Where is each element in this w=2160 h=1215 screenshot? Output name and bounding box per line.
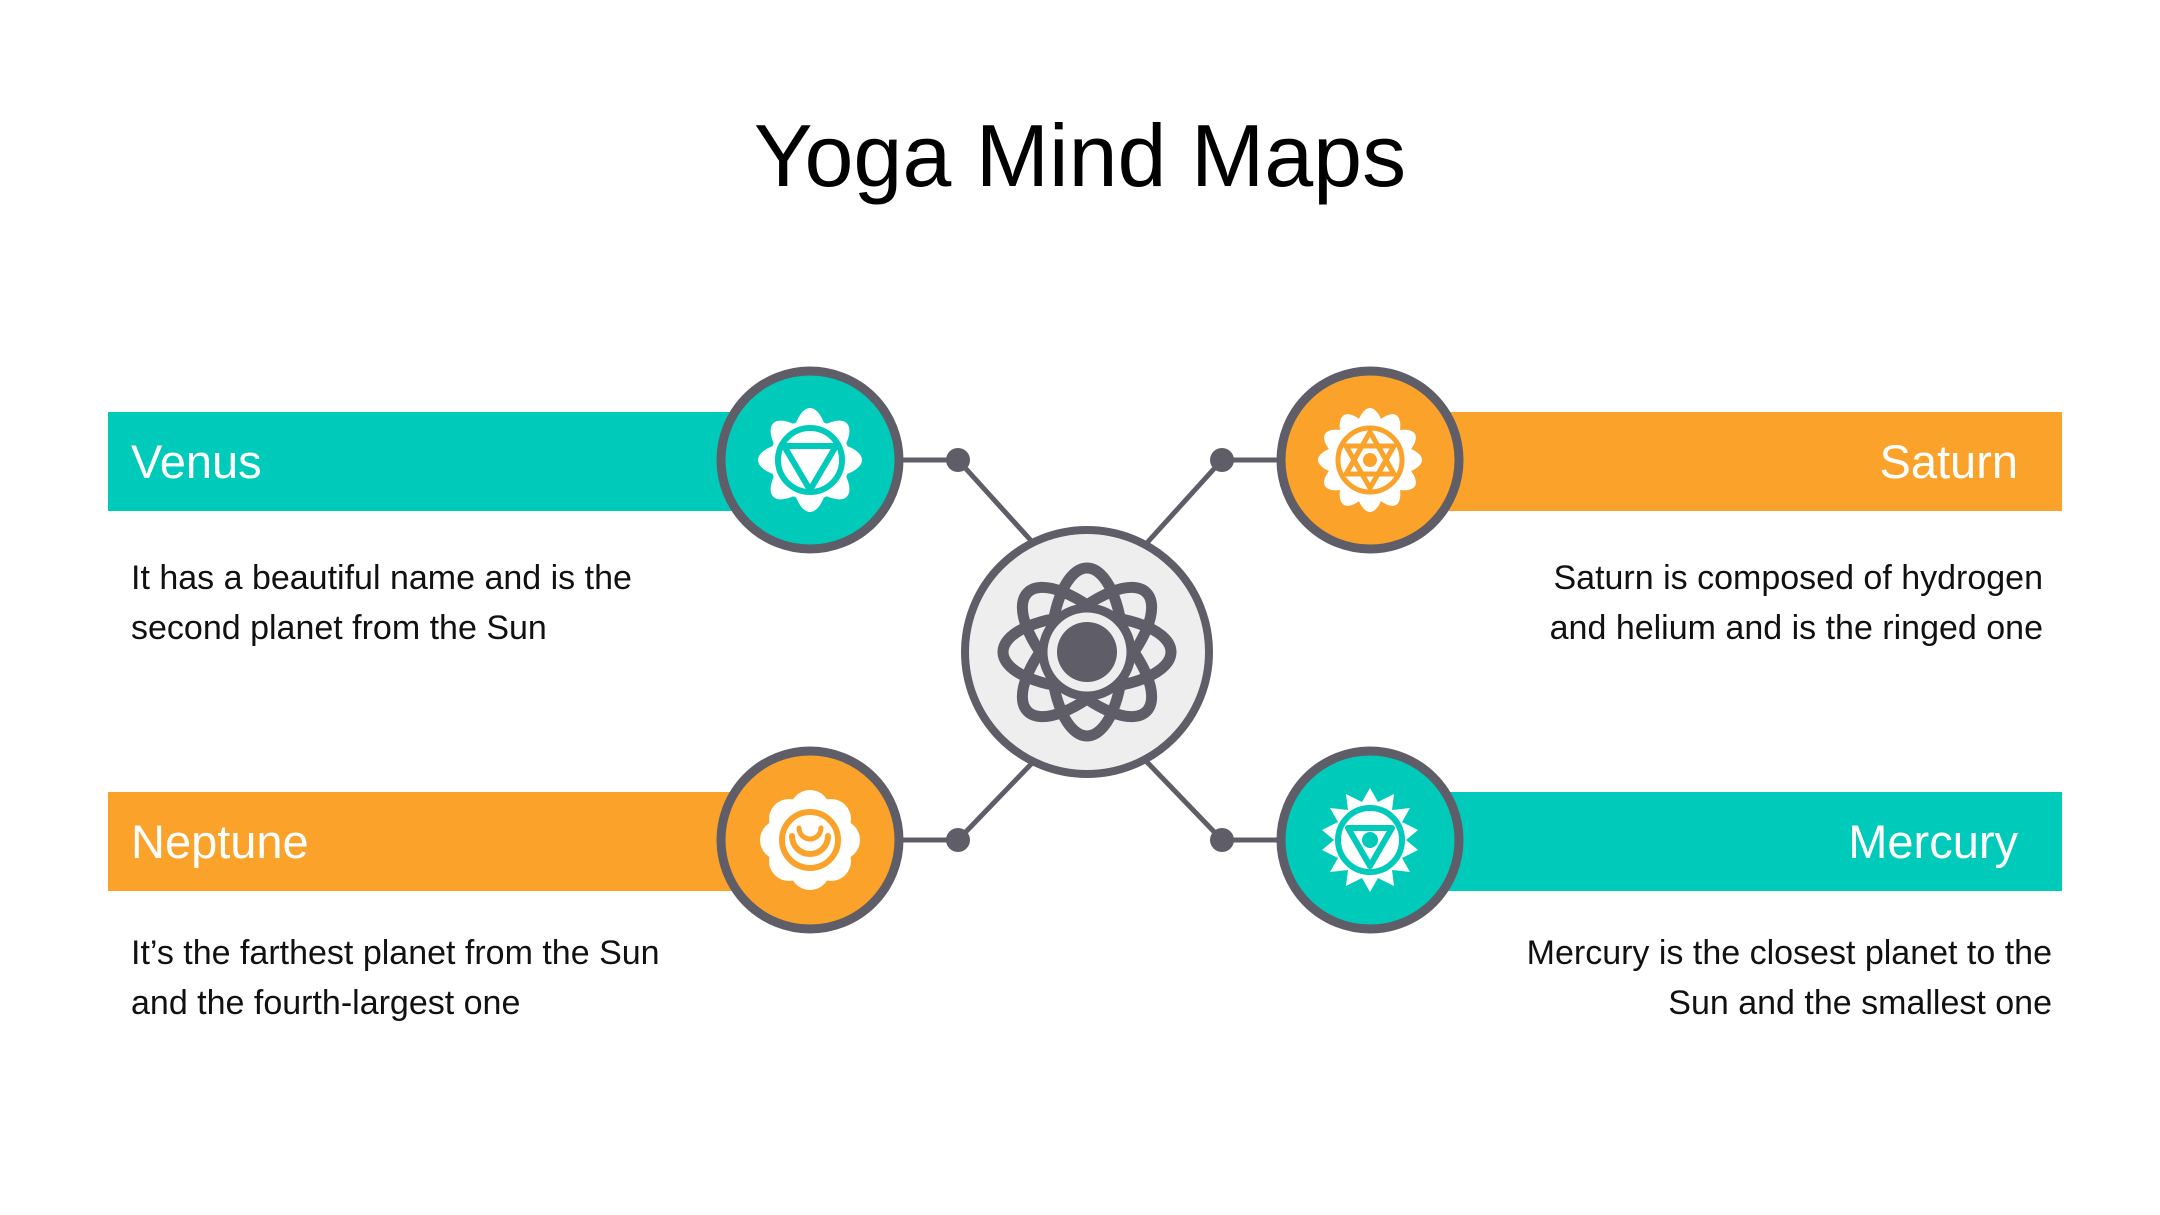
venus-icon-circle <box>716 366 904 554</box>
neptune-bar <box>108 792 768 891</box>
sacral-chakra-icon <box>760 790 860 890</box>
neptune-description: It’s the farthest planet from the Sun an… <box>131 934 660 1022</box>
mercury-label: Mercury <box>1848 815 2018 868</box>
venus-bar <box>108 412 768 511</box>
heart-chakra-icon <box>1318 408 1422 512</box>
saturn-description: Saturn is composed of hydrogen and heliu… <box>1549 559 2043 647</box>
connector-neptune-d <box>955 757 1038 843</box>
saturn-icon-circle <box>1276 366 1464 554</box>
connector-dot-neptune <box>946 828 970 852</box>
mercury-icon-circle <box>1276 746 1464 934</box>
saturn-label: Saturn <box>1879 435 2018 488</box>
mercury-bar <box>1410 792 2062 891</box>
neptune-label: Neptune <box>131 815 309 868</box>
hub-node <box>961 526 1213 778</box>
neptune-icon-circle <box>716 746 904 934</box>
connector-dot-venus <box>946 448 970 472</box>
throat-chakra-icon <box>758 408 862 512</box>
connector-venus-d <box>955 457 1038 548</box>
connector-dot-saturn <box>1210 448 1234 472</box>
throat-chakra-icon <box>1322 788 1418 892</box>
mercury-description: Mercury is the closest planet to the Sun… <box>1526 934 2052 1022</box>
connector-mercury-d <box>1142 757 1225 843</box>
page-title: Yoga Mind Maps <box>753 106 1407 205</box>
venus-description: It has a beautiful name and is the secon… <box>131 559 632 647</box>
connector-saturn-d <box>1142 457 1225 548</box>
connector-dot-mercury <box>1210 828 1234 852</box>
venus-label: Venus <box>131 435 262 488</box>
saturn-bar <box>1410 412 2062 511</box>
